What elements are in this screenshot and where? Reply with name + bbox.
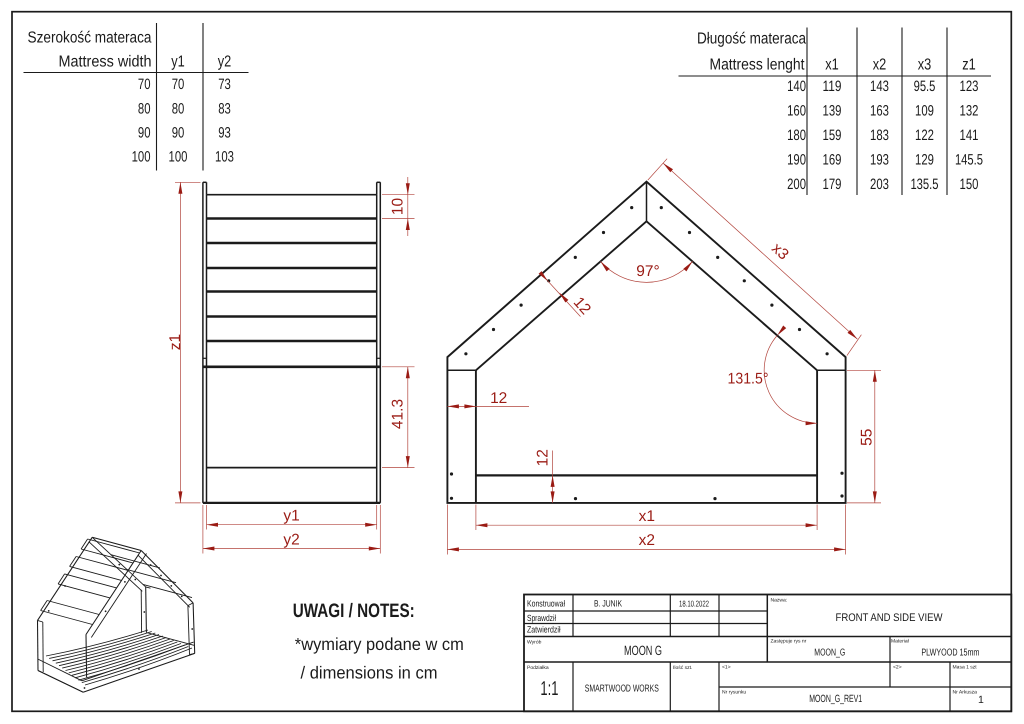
svg-text:193: 193 — [870, 152, 889, 169]
svg-text:140: 140 — [787, 78, 806, 95]
svg-text:70: 70 — [138, 76, 151, 93]
svg-text:73: 73 — [218, 76, 231, 93]
svg-text:143: 143 — [870, 78, 889, 95]
svg-text:139: 139 — [823, 103, 842, 120]
svg-text:Podziałka: Podziałka — [527, 665, 549, 671]
svg-text:163: 163 — [870, 103, 889, 120]
svg-text:SMARTWOOD WORKS: SMARTWOOD WORKS — [585, 684, 659, 695]
svg-text:/ dimensions in cm: / dimensions in cm — [301, 663, 438, 683]
svg-text:141: 141 — [960, 127, 979, 144]
svg-text:y1: y1 — [283, 508, 299, 525]
svg-text:18.10.2022: 18.10.2022 — [679, 599, 709, 609]
svg-text:Zastępuje rys nr: Zastępuje rys nr — [771, 639, 807, 645]
svg-text:10: 10 — [390, 198, 407, 216]
svg-text:Materiał: Materiał — [891, 639, 910, 645]
svg-text:100: 100 — [132, 149, 151, 166]
svg-text:103: 103 — [215, 149, 234, 166]
svg-text:<1>: <1> — [722, 665, 731, 671]
svg-text:123: 123 — [960, 78, 979, 95]
svg-text:y1: y1 — [171, 54, 185, 71]
svg-text:PLWYOOD 15mm: PLWYOOD 15mm — [921, 647, 979, 658]
svg-text:*wymiary podane w cm: *wymiary podane w cm — [295, 634, 464, 654]
svg-text:Mattress lenght: Mattress lenght — [710, 57, 805, 74]
svg-text:12: 12 — [490, 390, 507, 407]
svg-text:UWAGI / NOTES:: UWAGI / NOTES: — [293, 600, 415, 622]
svg-text:MOON_G_REV1: MOON_G_REV1 — [809, 693, 862, 705]
svg-text:x3: x3 — [918, 57, 932, 74]
svg-text:122: 122 — [915, 127, 934, 144]
svg-text:Zatwierdził: Zatwierdził — [527, 625, 561, 635]
svg-text:Ilość szt.: Ilość szt. — [673, 665, 692, 671]
svg-text:70: 70 — [172, 76, 185, 93]
svg-text:x1: x1 — [639, 508, 655, 525]
svg-text:90: 90 — [172, 124, 185, 141]
svg-text:x1: x1 — [825, 57, 839, 74]
svg-text:145.5: 145.5 — [955, 152, 983, 169]
svg-text:MOON G: MOON G — [624, 643, 662, 658]
svg-text:Nazwa:: Nazwa: — [771, 598, 788, 604]
svg-text:80: 80 — [138, 100, 151, 117]
svg-text:Mattress width: Mattress width — [59, 54, 152, 71]
svg-text:100: 100 — [169, 149, 188, 166]
svg-text:135.5: 135.5 — [910, 176, 938, 193]
svg-text:83: 83 — [218, 100, 231, 117]
svg-text:12: 12 — [570, 294, 594, 318]
svg-text:x3: x3 — [768, 240, 792, 264]
svg-text:190: 190 — [787, 152, 806, 169]
svg-text:41.3: 41.3 — [390, 399, 407, 429]
svg-text:119: 119 — [823, 78, 842, 95]
svg-text:Sprawdził: Sprawdził — [527, 613, 556, 623]
svg-text:93: 93 — [218, 124, 231, 141]
svg-text:Masa 1 szt: Masa 1 szt — [953, 665, 978, 671]
svg-text:203: 203 — [870, 176, 889, 193]
svg-text:B. JUNIK: B. JUNIK — [594, 599, 622, 609]
svg-text:x2: x2 — [873, 57, 887, 74]
svg-text:FRONT AND SIDE VIEW: FRONT AND SIDE VIEW — [836, 612, 944, 624]
svg-text:131.5°: 131.5° — [728, 371, 769, 388]
svg-text:95.5: 95.5 — [914, 78, 936, 95]
svg-text:Wyrób: Wyrób — [527, 640, 542, 646]
svg-text:x2: x2 — [639, 532, 655, 549]
svg-text:1:1: 1:1 — [540, 678, 558, 700]
svg-text:12: 12 — [535, 449, 552, 466]
svg-text:Długość materaca: Długość materaca — [697, 31, 806, 48]
svg-text:200: 200 — [787, 176, 806, 193]
svg-text:179: 179 — [823, 176, 842, 193]
svg-text:z1: z1 — [167, 334, 184, 350]
svg-text:132: 132 — [960, 103, 979, 120]
svg-text:Szerokość materaca: Szerokość materaca — [28, 29, 152, 46]
svg-text:160: 160 — [787, 103, 806, 120]
svg-text:MOON_G: MOON_G — [814, 647, 845, 658]
svg-text:y2: y2 — [283, 531, 299, 548]
svg-text:<2>: <2> — [893, 665, 902, 671]
svg-text:180: 180 — [787, 127, 806, 144]
svg-text:150: 150 — [960, 176, 979, 193]
svg-text:z1: z1 — [962, 57, 976, 74]
svg-text:55: 55 — [859, 429, 876, 446]
svg-text:y2: y2 — [218, 54, 232, 71]
svg-text:159: 159 — [823, 127, 842, 144]
svg-text:Nr rysunku: Nr rysunku — [722, 690, 746, 696]
svg-text:90: 90 — [138, 124, 151, 141]
svg-text:Konstruował: Konstruował — [527, 599, 565, 609]
svg-text:Nr Arkusza: Nr Arkusza — [953, 690, 978, 696]
svg-text:129: 129 — [915, 152, 934, 169]
svg-text:97°: 97° — [636, 263, 659, 280]
svg-text:80: 80 — [172, 100, 185, 117]
svg-text:1: 1 — [978, 694, 984, 706]
svg-text:183: 183 — [870, 127, 889, 144]
svg-text:169: 169 — [823, 152, 842, 169]
svg-text:109: 109 — [915, 103, 934, 120]
